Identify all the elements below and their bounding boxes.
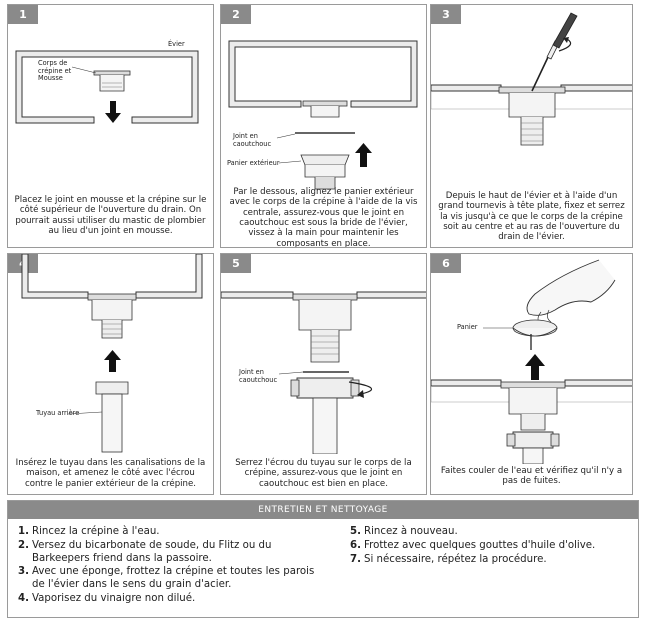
step-panel-5: 5 Joint en caoutchouc Serrez l'écrou du … xyxy=(220,253,427,495)
step-caption: Placez le joint en mousse et la crépine … xyxy=(14,195,207,236)
list-item: 1.Rincez la crépine à l'eau. xyxy=(18,526,160,537)
label-rubber-gasket: Joint en caoutchouc xyxy=(233,132,272,148)
label-basket: Panier xyxy=(457,323,478,331)
step-number: 3 xyxy=(431,5,461,24)
step-caption: Depuis le haut de l'évier et à l'aide d'… xyxy=(438,191,625,243)
list-item: 6.Frottez avec quelques gouttes d'huile … xyxy=(350,539,596,551)
step-caption: Serrez l'écrou du tuyau sur le corps de … xyxy=(235,458,412,489)
step-panel-2: 2 Joint en caoutchouc Panier extérieur P… xyxy=(220,4,427,248)
step-number: 5 xyxy=(221,254,251,273)
leak-test-illustration xyxy=(431,259,632,464)
step-number: 6 xyxy=(431,254,461,273)
maintenance-title: ENTRETIEN ET NETTOYAGE xyxy=(8,501,638,519)
maintenance-list-left: 1.Rincez la crépine à l'eau. 2.Versez du… xyxy=(18,526,330,607)
label-sink: Évier xyxy=(168,40,185,48)
step-panel-3: 3 Depuis le haut de l'évier et à l'aide … xyxy=(430,4,633,248)
step-panel-1: 1 Évier Corps de crépine et Mousse Place… xyxy=(7,4,214,248)
step-panel-4: 4 Tuyau arrière Insérez le tuyau dans le… xyxy=(7,253,214,495)
maintenance-section: ENTRETIEN ET NETTOYAGE 1.Rincez la crépi… xyxy=(7,500,639,618)
basket-alignment-illustration xyxy=(228,40,418,190)
step-number: 1 xyxy=(8,5,38,24)
label-tailpiece: Tuyau arrière xyxy=(36,409,80,417)
list-item: 2.Versez du bicarbonate de soude, du Fli… xyxy=(18,539,272,564)
list-item: 3.Avec une éponge, frottez la crépine et… xyxy=(18,566,315,590)
step-number: 2 xyxy=(221,5,251,24)
step-caption: Faites couler de l'eau et vérifiez qu'il… xyxy=(440,466,623,487)
sink-strainer-illustration xyxy=(15,50,199,124)
label-strainer-body: Corps de crépine et Mousse xyxy=(38,59,72,83)
nut-tightening-illustration xyxy=(221,291,426,454)
maintenance-list-right: 5.Rincez à nouveau. 6.Frottez avec quelq… xyxy=(350,526,630,567)
label-outer-basket: Panier extérieur xyxy=(227,159,280,167)
step-caption: Insérez le tuyau dans les canalisations … xyxy=(15,458,206,489)
label-rubber-gasket: Joint en caoutchouc xyxy=(239,368,278,384)
list-item: 7.Si nécessaire, répétez la procédure. xyxy=(350,553,547,565)
tailpiece-insert-illustration xyxy=(21,254,203,453)
list-item: 4.Vaporisez du vinaigre non dilué. xyxy=(18,592,196,604)
step-caption: Par le dessous, alignez le panier extéri… xyxy=(229,187,418,248)
step-panel-6: 6 Panier Faites couler de l'eau et vérif… xyxy=(430,253,633,495)
screwdriver-illustration xyxy=(431,12,632,146)
list-item: 5.Rincez à nouveau. xyxy=(350,526,458,537)
